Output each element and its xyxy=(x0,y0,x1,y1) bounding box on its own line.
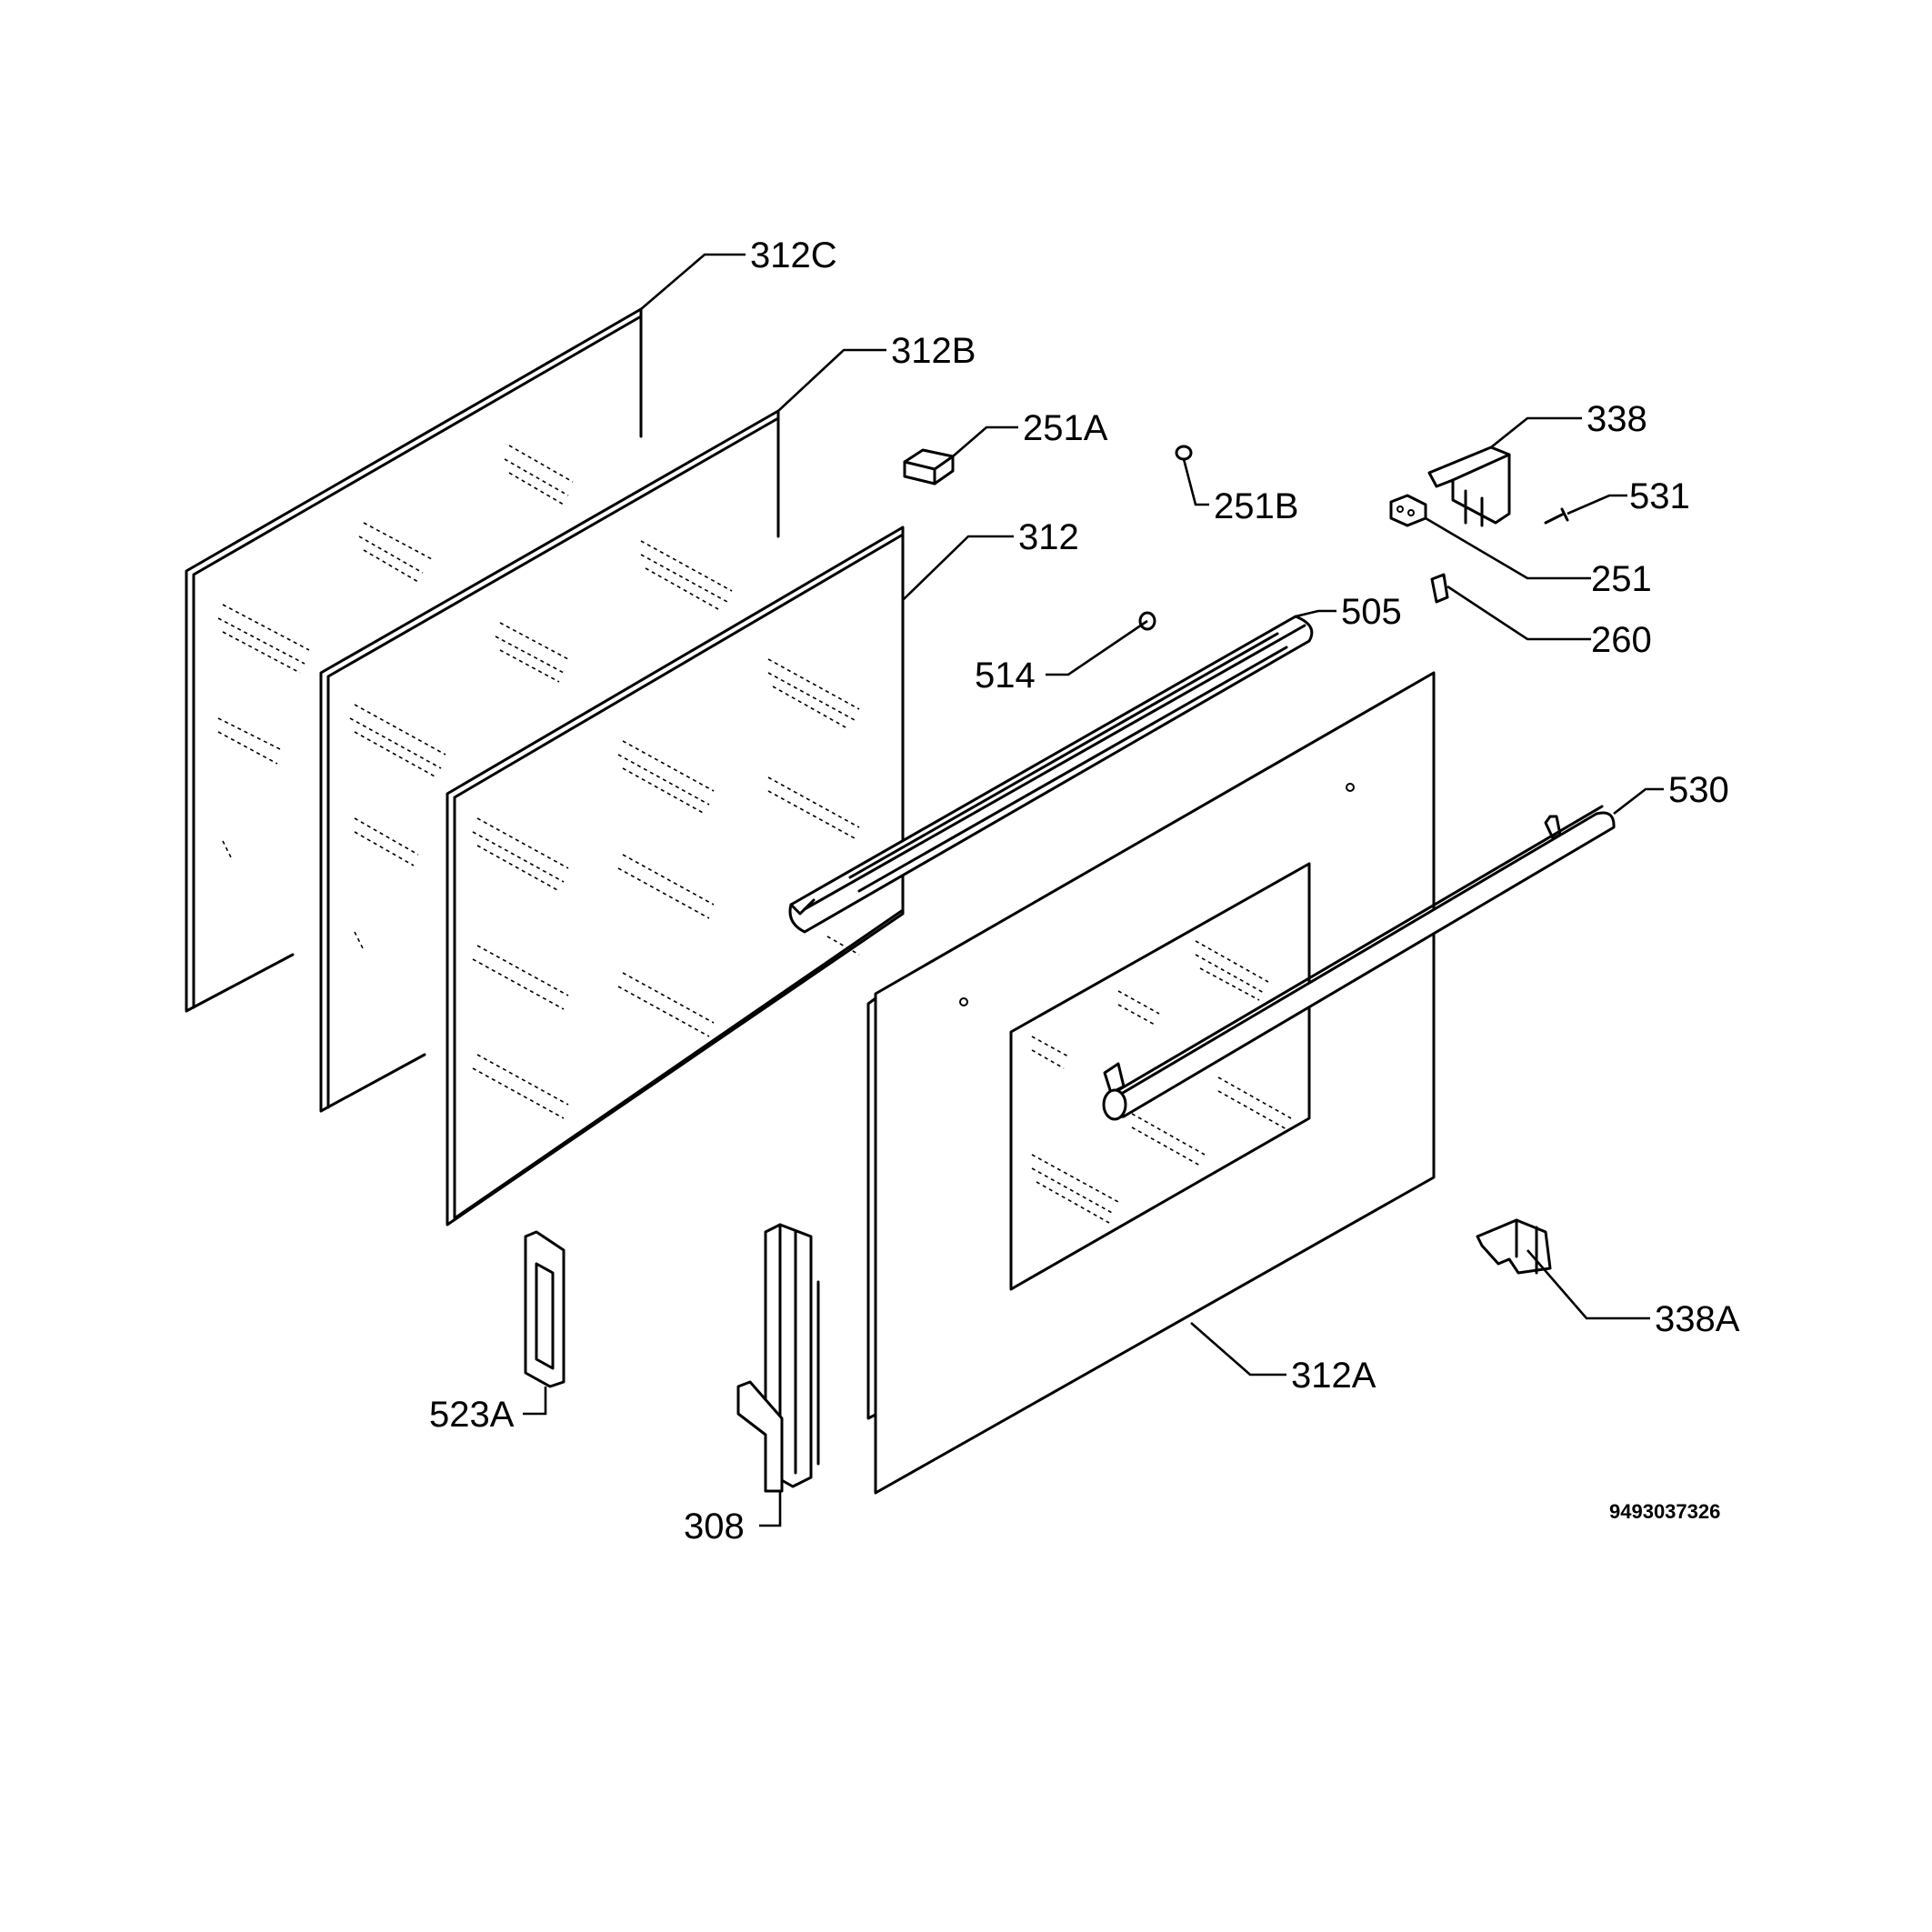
glass-panel-312b xyxy=(319,409,780,1113)
part-251a xyxy=(903,448,955,486)
label-251a: 251A xyxy=(1023,408,1108,448)
label-338: 338 xyxy=(1587,399,1647,439)
glass-panel-312c xyxy=(185,307,643,1013)
part-338a xyxy=(1476,1218,1552,1275)
part-251 xyxy=(1389,494,1427,527)
label-523a: 523A xyxy=(429,1395,515,1435)
label-260: 260 xyxy=(1591,620,1652,660)
drawing-code: 9493037326 xyxy=(1609,1500,1720,1523)
label-312b: 312B xyxy=(891,331,976,371)
clip-260 xyxy=(1430,573,1449,604)
label-530: 530 xyxy=(1668,770,1729,810)
part-labels: 312C 312B 251A 251B 338 531 251 260 312 … xyxy=(429,235,1740,1547)
label-338a: 338A xyxy=(1655,1299,1740,1339)
label-531: 531 xyxy=(1629,476,1690,516)
part-338 xyxy=(1427,445,1511,527)
label-251: 251 xyxy=(1591,559,1652,599)
top-trim-505 xyxy=(788,615,1314,934)
glass-panel-312 xyxy=(445,526,905,1226)
label-312: 312 xyxy=(1018,517,1079,557)
label-308: 308 xyxy=(684,1507,745,1547)
label-251b: 251B xyxy=(1214,486,1298,526)
label-312c: 312C xyxy=(750,235,837,275)
label-312a: 312A xyxy=(1291,1356,1376,1396)
hinge-308 xyxy=(736,1223,820,1493)
screw-531 xyxy=(1544,507,1569,525)
leader-lines xyxy=(523,253,1664,1527)
part-251b xyxy=(1175,445,1193,461)
label-505: 505 xyxy=(1341,592,1402,632)
hinge-support-523a xyxy=(524,1230,566,1388)
label-514: 514 xyxy=(975,656,1036,696)
handle-530 xyxy=(1102,805,1616,1121)
